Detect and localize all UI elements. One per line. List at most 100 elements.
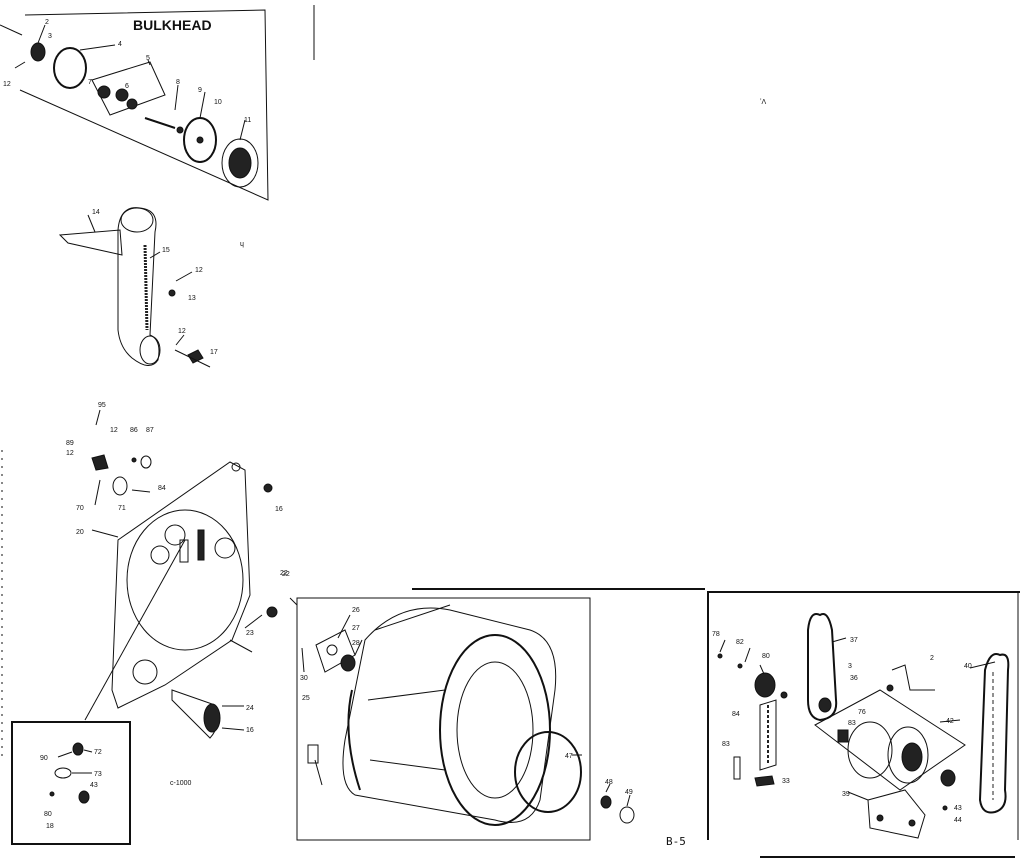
- leader-line: [91, 529, 119, 538]
- drum-label: 28: [352, 640, 360, 647]
- motor-frame-top-left: [707, 591, 1020, 840]
- inset-label: 80: [44, 811, 52, 818]
- rear-panel-label: 95: [98, 402, 106, 409]
- motor-label: 78: [712, 631, 720, 638]
- duct-label: 12: [195, 267, 203, 274]
- bracket-plate-part: [91, 61, 166, 116]
- screw-part: [168, 289, 176, 297]
- leader-line: [79, 44, 116, 51]
- leader-line: [174, 349, 211, 368]
- bulkhead-group: BULKHEAD 2 3 4 5 6 7 8 9: [3, 9, 269, 201]
- drum-label: 49: [625, 789, 633, 796]
- bulkhead-label: 6: [125, 83, 129, 90]
- motor-label: 36: [850, 675, 858, 682]
- inset-frame: [11, 721, 131, 845]
- stray-mark: ʼɅ: [760, 98, 767, 106]
- rear-panel-label: 23: [246, 630, 254, 637]
- panel-hole: [132, 659, 158, 685]
- screw-part: [942, 805, 948, 811]
- edge-mark: [0, 24, 23, 36]
- bracket-part: [91, 454, 109, 471]
- spring-part: [733, 756, 741, 780]
- leader-line: [95, 409, 101, 426]
- leader-line: [626, 794, 631, 807]
- screw-part: [737, 663, 743, 669]
- bearing-part: [30, 42, 46, 62]
- screw-part: [908, 819, 916, 827]
- rear-panel-label: 86: [130, 427, 138, 434]
- pin-part: [301, 647, 305, 673]
- motor-label: 43: [954, 805, 962, 812]
- nut-part: [78, 790, 90, 804]
- inset-group: 90 72 73 43 80 18: [11, 721, 131, 845]
- motor-pulley-part: [940, 769, 956, 787]
- duct-group: 14 15 12 13 12 17: [58, 207, 218, 368]
- leader-line: [847, 791, 869, 801]
- bulkhead-frame: [19, 9, 269, 201]
- inset-label: 43: [90, 782, 98, 789]
- leader-line: [337, 614, 351, 639]
- disc-hub: [196, 136, 204, 144]
- leader-line: [229, 639, 253, 653]
- screw-part: [131, 457, 137, 463]
- rear-panel-label: 12: [110, 427, 118, 434]
- bulkhead-label: 8: [176, 79, 180, 86]
- rear-panel-label: 12: [66, 450, 74, 457]
- bulkhead-label: 4: [118, 41, 122, 48]
- leader-line: [147, 59, 151, 66]
- drum-label: 47: [565, 753, 573, 760]
- clip-part: [187, 349, 204, 364]
- rear-panel-label: 71: [118, 505, 126, 512]
- bulkhead-label: 5: [146, 55, 150, 62]
- leader-line: [744, 647, 751, 663]
- leader-line: [175, 334, 185, 346]
- motor-mount-bracket: [891, 664, 935, 691]
- drum-label: 48: [605, 779, 613, 786]
- inset-label: 73: [94, 771, 102, 778]
- drum-belt-part: [978, 653, 1010, 814]
- leader-line: [175, 271, 193, 282]
- leader-line: [174, 84, 179, 111]
- panel-circle-outline: [126, 509, 244, 651]
- panel-hole: [214, 537, 236, 559]
- roller-part: [115, 88, 129, 102]
- rear-panel-label: 89: [66, 440, 74, 447]
- bulkhead-title: BULKHEAD: [133, 17, 212, 33]
- leader-line: [969, 661, 996, 669]
- leader-line: [605, 783, 611, 793]
- drum-rear-rim: [347, 689, 361, 791]
- drum-baffle-line: [367, 689, 446, 701]
- leader-line: [831, 637, 847, 643]
- bulkhead-label: 3: [48, 33, 52, 40]
- inset-label: 72: [94, 749, 102, 756]
- duct-top-opening: [120, 207, 154, 233]
- rear-panel-label: 20: [76, 529, 84, 536]
- motor-body: [847, 721, 893, 779]
- duct-flap-part: [58, 229, 123, 256]
- leader-line: [149, 251, 161, 259]
- motor-switch-part: [837, 729, 849, 743]
- drum-seal-part: [514, 731, 582, 813]
- blower-wheel-hub: [228, 147, 252, 179]
- leader-line: [354, 639, 363, 656]
- bulkhead-label: 11: [244, 117, 251, 124]
- rear-panel-label: 87: [146, 427, 154, 434]
- rear-panel-label: 22: [282, 571, 290, 578]
- leader-line: [14, 61, 26, 69]
- motor-label: 40: [964, 663, 972, 670]
- drum-label: 27: [352, 625, 360, 632]
- duct-label: 15: [162, 247, 170, 254]
- roller-part: [97, 85, 111, 99]
- seal-ring-part: [53, 47, 87, 89]
- bulkhead-label: 9: [198, 87, 202, 94]
- drum-label: 26: [352, 607, 360, 614]
- stray-mark: ɥ: [240, 241, 244, 248]
- panel-slot: [179, 539, 189, 563]
- washer-part: [780, 691, 788, 699]
- bracket-hole: [326, 644, 338, 656]
- rear-panel-label: 16: [275, 506, 283, 513]
- idler-pulley-part: [754, 672, 776, 698]
- duct-seal-part: [143, 244, 149, 331]
- leader-line: [244, 614, 263, 629]
